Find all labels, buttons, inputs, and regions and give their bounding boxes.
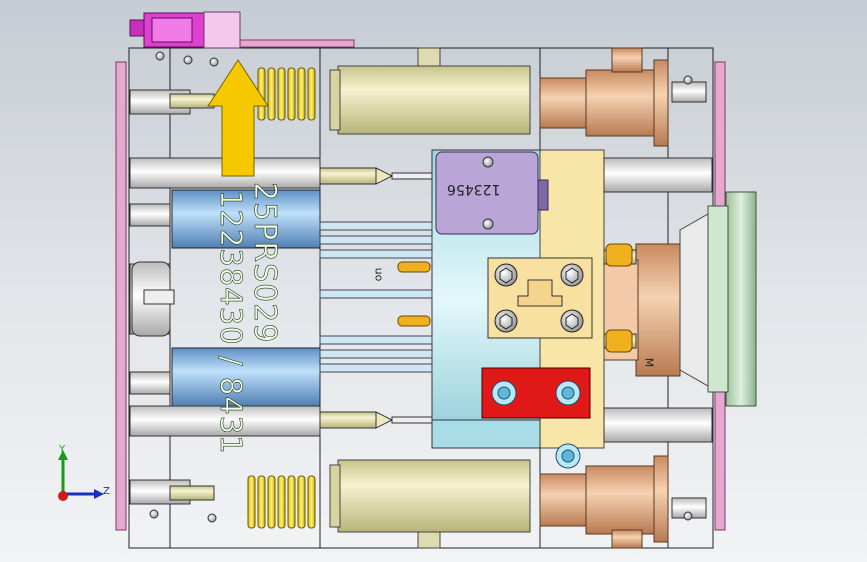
direction-arrow xyxy=(207,59,269,177)
left-dial xyxy=(131,261,175,337)
left-pink-bar xyxy=(115,61,127,531)
top-cream-cylinder xyxy=(329,47,531,135)
lavender-block xyxy=(435,151,549,235)
block-engraving: 123456 xyxy=(447,181,501,197)
lower-cyan-bolt xyxy=(555,443,581,469)
small-bolts xyxy=(149,51,693,523)
top-spring xyxy=(257,67,316,121)
ejector-pins xyxy=(169,93,637,501)
bottom-spring xyxy=(247,475,316,529)
axis-y-label: Y xyxy=(59,444,66,455)
axis-z-label: Z xyxy=(103,486,110,497)
guide-rods xyxy=(319,221,433,373)
red-clamp xyxy=(481,367,591,419)
small-mark-u: uo xyxy=(372,267,386,282)
part-number-label: 25PRS029 xyxy=(247,182,283,344)
top-copper-cylinder xyxy=(539,47,669,147)
bottom-cream-cylinder xyxy=(329,459,531,549)
magenta-connector xyxy=(129,11,241,49)
small-mark-m: M xyxy=(642,357,656,368)
bottom-copper-cylinder xyxy=(539,455,669,549)
drawing-number-label: 12238430 / 8431 xyxy=(214,190,249,455)
axis-triad xyxy=(58,450,104,501)
gold-pins xyxy=(397,243,633,353)
upper-blue-cylinder xyxy=(171,189,321,249)
green-dial xyxy=(679,191,757,407)
clamp-plate xyxy=(487,257,593,339)
